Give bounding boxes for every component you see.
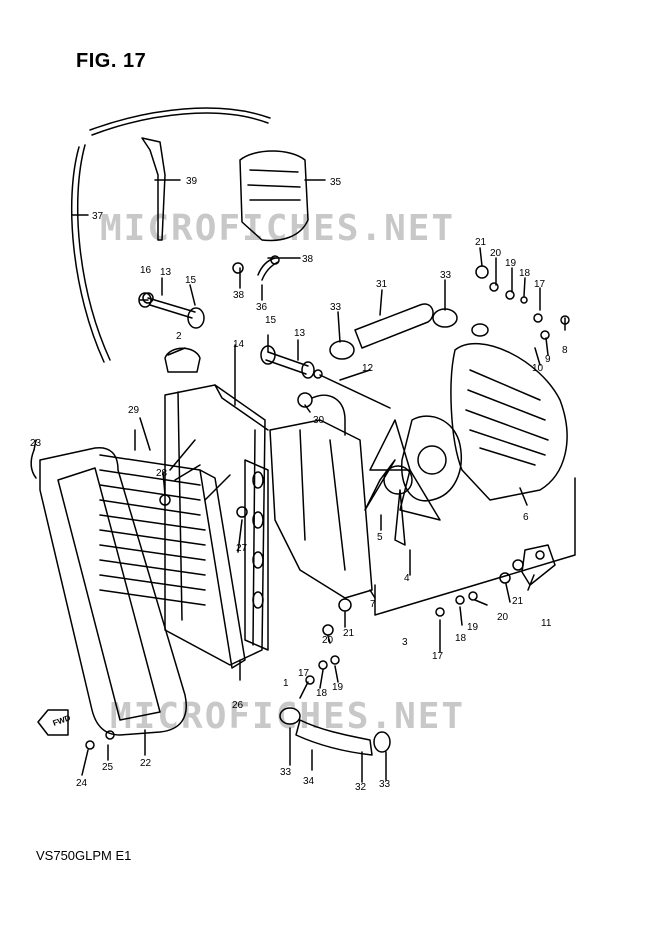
hose-36 — [257, 257, 279, 281]
callout-5: 5 — [377, 532, 383, 543]
callout-20-mid: 20 — [322, 635, 334, 646]
fan-shroud — [269, 419, 373, 599]
callout-21-top: 21 — [475, 237, 487, 248]
callout-9: 9 — [545, 354, 551, 365]
callout-31: 31 — [376, 279, 388, 290]
callout-24: 24 — [76, 778, 88, 789]
callout-6: 6 — [523, 512, 529, 523]
callout-10: 10 — [532, 363, 544, 374]
callout-4: 4 — [404, 573, 410, 584]
callout-19-mid: 19 — [332, 682, 344, 693]
thermo-switch — [297, 392, 313, 408]
callout-20-top: 20 — [490, 248, 502, 259]
callout-15-mid: 15 — [265, 315, 277, 326]
callout-14: 14 — [233, 339, 245, 350]
fan-housing — [450, 343, 568, 501]
callout-30: 30 — [313, 415, 325, 426]
callout-21-mid: 21 — [343, 628, 355, 639]
callout-38-left: 38 — [233, 290, 245, 301]
callout-18-right: 18 — [455, 633, 467, 644]
callout-8: 8 — [562, 345, 568, 356]
callout-15-top: 15 — [185, 275, 197, 286]
callout-37: 37 — [92, 211, 104, 222]
callout-32: 32 — [355, 782, 367, 793]
callout-28: 28 — [156, 468, 168, 479]
figure-title: FIG. 17 — [76, 50, 147, 72]
watermark-top: MICROFICHES.NET — [100, 208, 455, 249]
callout-35: 35 — [330, 177, 342, 188]
fan-blade — [364, 419, 441, 546]
callout-25: 25 — [102, 762, 114, 773]
callout-36: 36 — [256, 302, 268, 313]
hose-34 — [295, 719, 373, 756]
callout-29: 29 — [128, 405, 140, 416]
side-bracket — [199, 469, 246, 669]
callout-1: 1 — [283, 678, 289, 689]
callout-20-right: 20 — [497, 612, 509, 623]
bolt-12 — [319, 374, 391, 409]
callout-11: 11 — [541, 618, 552, 629]
overflow-hose — [70, 107, 271, 363]
callout-34: 34 — [303, 776, 315, 787]
callout-39: 39 — [186, 176, 198, 187]
callout-16: 16 — [140, 265, 152, 276]
callout-12: 12 — [362, 363, 374, 374]
callout-13-mid: 13 — [294, 328, 306, 339]
callout-17-mid: 17 — [298, 668, 310, 679]
radiator-cap — [164, 347, 201, 373]
callout-38-right: 38 — [302, 254, 314, 265]
callout-33-d: 33 — [379, 779, 391, 790]
callout-19-top: 19 — [505, 258, 517, 269]
strap — [141, 137, 166, 241]
callout-27: 27 — [236, 543, 248, 554]
callout-2: 2 — [176, 331, 182, 342]
reservoir-tank — [239, 150, 309, 242]
callout-17-right: 17 — [432, 651, 444, 662]
callout-22: 22 — [140, 758, 152, 769]
fan-motor — [401, 415, 462, 502]
callout-17-top: 17 — [534, 279, 546, 290]
callout-23: 23 — [30, 438, 42, 449]
fwd-arrow — [37, 709, 69, 736]
model-code: VS750GLPM E1 — [36, 848, 132, 863]
callout-33-c: 33 — [280, 767, 292, 778]
callout-13-top: 13 — [160, 267, 172, 278]
callout-18-top: 18 — [519, 268, 531, 279]
radiator-cover — [39, 446, 187, 736]
callout-7: 7 — [370, 599, 376, 610]
callout-33-a: 33 — [440, 270, 452, 281]
callout-33-b: 33 — [330, 302, 342, 313]
callout-19-right: 19 — [467, 622, 479, 633]
callout-21-right: 21 — [512, 596, 524, 607]
hose-31 — [354, 303, 434, 349]
fwd-label: FWD — [52, 713, 72, 728]
callout-3: 3 — [402, 637, 408, 648]
callout-26: 26 — [232, 700, 244, 711]
callout-18-mid: 18 — [316, 688, 328, 699]
